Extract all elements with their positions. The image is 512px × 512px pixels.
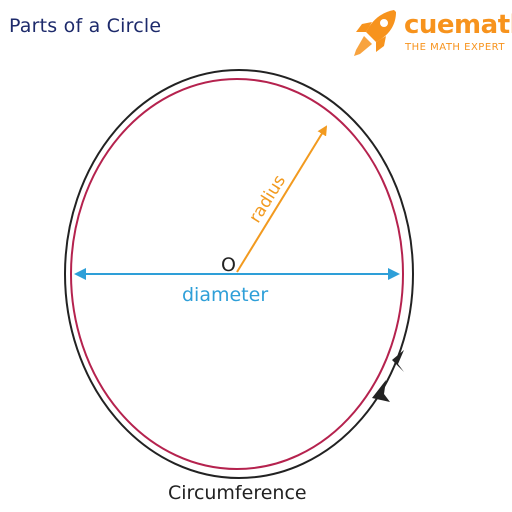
brand-tagline: THE MATH EXPERT <box>405 42 505 53</box>
page-title: Parts of a Circle <box>9 15 162 37</box>
inner-circle <box>70 78 404 470</box>
rocket-icon <box>354 10 396 56</box>
brand-logo: cuemath THE MATH EXPERT <box>348 6 512 62</box>
radius-line <box>236 125 328 273</box>
brand-name: cuemath <box>404 10 512 40</box>
circumference-arrow-icon <box>392 350 404 372</box>
radius-label: radius <box>245 171 290 226</box>
diameter-label: diameter <box>182 284 268 306</box>
circumference-arrow-icon <box>372 380 390 402</box>
center-label: O <box>221 254 236 276</box>
circumference-label: Circumference <box>168 482 307 504</box>
outer-circle <box>64 69 414 479</box>
